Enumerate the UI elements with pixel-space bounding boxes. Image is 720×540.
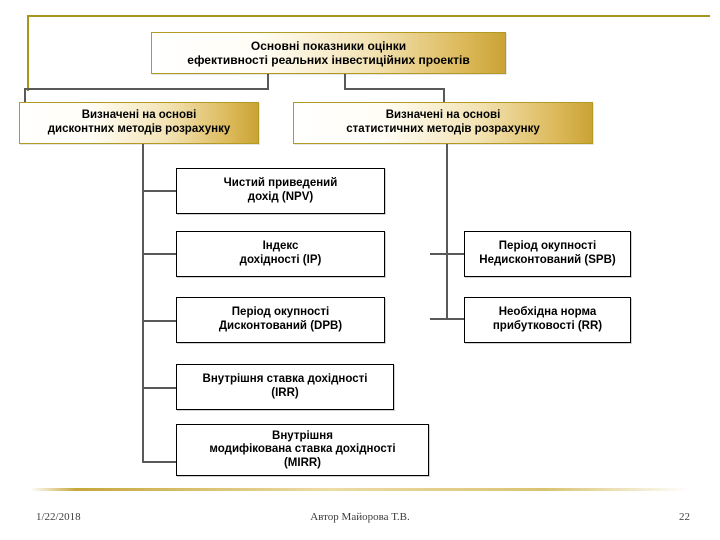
- branch-box-statistic: Визначені на основі статистичних методів…: [293, 102, 593, 144]
- connector-branch-drop-right: [443, 88, 445, 102]
- title-box: Основні показники оцінки ефективності ре…: [151, 32, 506, 74]
- node-rr-line-2: прибутковості (RR): [492, 320, 603, 332]
- node-dpb-line-1: Період окупності: [231, 306, 330, 319]
- node-irr-line-1: Внутрішня ставка дохідності: [202, 373, 368, 386]
- connector-trunk-statistic: [446, 144, 448, 320]
- connector-stub-spb: [430, 253, 466, 255]
- connector-stub-irr: [142, 387, 177, 389]
- connector-trunk-discount: [142, 144, 144, 462]
- branch-statistic-line-1: Визначені на основі: [385, 109, 501, 122]
- node-mirr-line-1: Внутрішня: [272, 429, 333, 442]
- connector-branch-drop-left: [24, 88, 26, 102]
- connector-stub-ip: [142, 253, 177, 255]
- node-rr: Необхідна норма прибутковості (RR): [464, 297, 631, 343]
- node-ip-line-2: дохідності (IP): [239, 254, 322, 266]
- node-dpb: Період окупності Дисконтований (DPB): [176, 297, 385, 343]
- node-ip-line-1: Індекс: [262, 240, 299, 253]
- title-line-2: ефективності реальних інвестиційних прое…: [187, 53, 470, 67]
- connector-stub-rr: [430, 318, 466, 320]
- connector-title-stem-left: [267, 74, 269, 90]
- node-rr-line-1: Необхідна норма: [498, 306, 597, 319]
- node-spb: Період окупності Недисконтований (SPB): [464, 231, 631, 277]
- connector-stub-dpb: [142, 320, 177, 322]
- node-mirr: Внутрішня модифікована ставка дохідності…: [176, 424, 429, 476]
- footer-page-number: 22: [679, 511, 690, 523]
- frame-bottom-rule: [30, 488, 690, 491]
- node-irr-line-2: (IRR): [271, 387, 299, 399]
- connector-title-bar-right: [344, 88, 445, 90]
- title-line-1: Основні показники оцінки: [250, 38, 407, 53]
- connector-stub-npv: [142, 190, 177, 192]
- node-irr: Внутрішня ставка дохідності (IRR): [176, 364, 394, 410]
- node-mirr-line-2: модифікована ставка дохідності: [209, 443, 396, 456]
- node-spb-line-1: Період окупності: [498, 240, 597, 253]
- frame-top-rule: [27, 15, 710, 17]
- footer-author: Автор Майорова Т.В.: [310, 511, 410, 523]
- branch-discount-line-1: Визначені на основі: [81, 109, 197, 122]
- branch-box-discount: Визначені на основі дисконтних методів р…: [19, 102, 259, 144]
- node-ip: Індекс дохідності (IP): [176, 231, 385, 277]
- branch-discount-line-2: дисконтних методів розрахунку: [47, 123, 231, 135]
- branch-statistic-line-2: статистичних методів розрахунку: [346, 123, 540, 135]
- node-dpb-line-2: Дисконтований (DPB): [218, 320, 343, 332]
- frame-left-rule: [27, 15, 29, 91]
- connector-title-stem-right: [344, 74, 346, 90]
- footer-date: 1/22/2018: [36, 511, 81, 523]
- node-npv-line-1: Чистий приведений: [223, 177, 338, 190]
- node-mirr-line-3: (MIRR): [283, 456, 322, 469]
- connector-stub-mirr: [142, 461, 177, 463]
- node-npv-line-2: дохід (NPV): [247, 191, 314, 203]
- node-spb-line-2: Недисконтований (SPB): [479, 254, 616, 266]
- node-npv: Чистий приведений дохід (NPV): [176, 168, 385, 214]
- connector-title-bar-left: [24, 88, 269, 90]
